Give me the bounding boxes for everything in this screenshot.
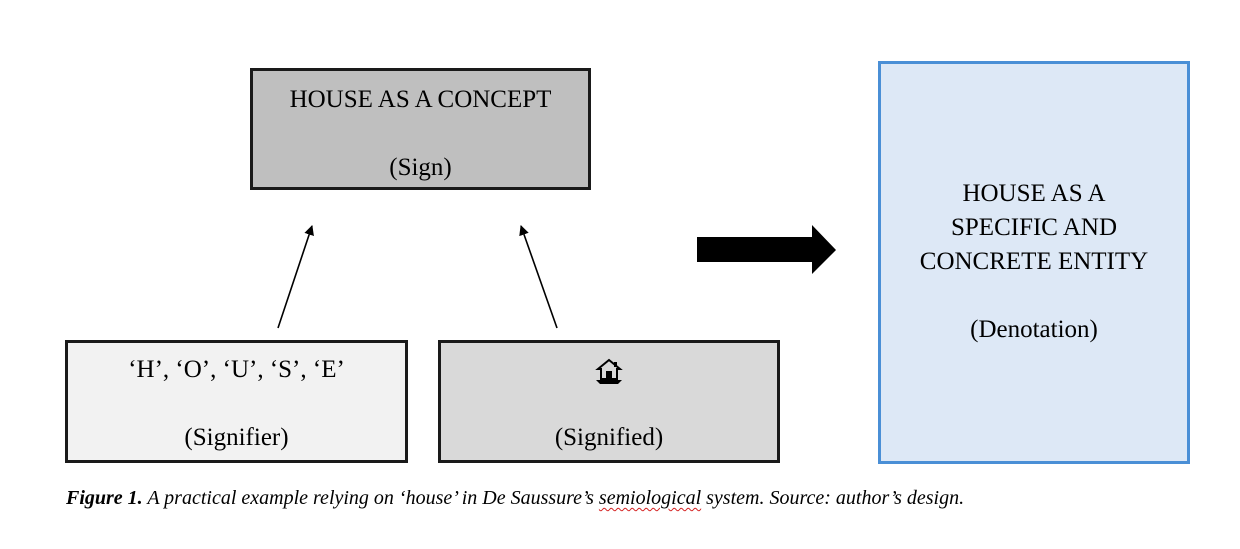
signifier-label: (Signifier) (184, 424, 289, 451)
block-arrow-to-denotation (697, 225, 836, 274)
arrow-signifier-to-sign (277, 225, 314, 329)
sign-title: HOUSE AS A CONCEPT (289, 86, 552, 113)
signifier-box: ‘H’, ‘O’, ‘U’, ‘S’, ‘E’ (Signifier) (65, 340, 408, 463)
denotation-line-3: CONCRETE ENTITY (919, 248, 1149, 275)
signifier-letters: ‘H’, ‘O’, ‘U’, ‘S’, ‘E’ (128, 356, 345, 383)
signified-box: (Signified) (438, 340, 780, 463)
caption-text-before: A practical example relying on ‘house’ i… (142, 487, 599, 509)
spellcheck-flagged-word: semiological (598, 487, 702, 509)
denotation-label: (Denotation) (970, 316, 1098, 343)
denotation-line-2: SPECIFIC AND (950, 214, 1117, 241)
house-icon (594, 353, 624, 387)
sign-box: HOUSE AS A CONCEPT (Sign) (250, 68, 591, 190)
figure-caption: Figure 1. A practical example relying on… (66, 484, 1226, 512)
denotation-box: HOUSE AS A SPECIFIC AND CONCRETE ENTITY … (878, 61, 1190, 464)
caption-text-after: system. Source: author’s design. (701, 487, 965, 509)
arrow-signified-to-sign (519, 225, 558, 329)
sign-label: (Sign) (389, 154, 452, 181)
signified-label: (Signified) (554, 424, 664, 451)
figure-label: Figure 1. (66, 487, 143, 509)
denotation-line-1: HOUSE AS A (962, 180, 1106, 207)
